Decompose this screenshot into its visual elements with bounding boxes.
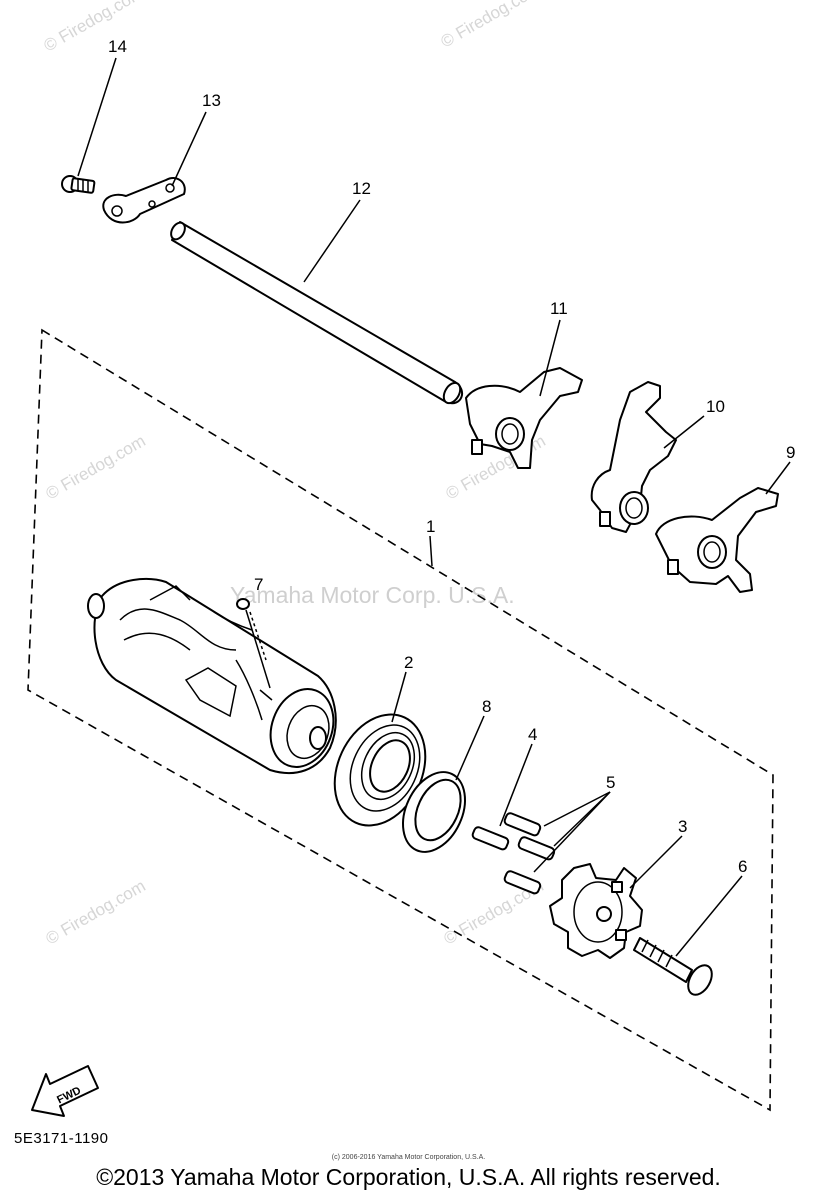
part-10-shift-fork <box>590 381 677 533</box>
fwd-arrow: FWD <box>31 1065 99 1117</box>
watermark: © Firedog.com <box>43 431 149 503</box>
part-14-screw <box>61 175 96 194</box>
label-8: 8 <box>482 697 491 716</box>
label-10: 10 <box>706 397 725 416</box>
label-7: 7 <box>254 575 263 594</box>
watermark: © Firedog.com <box>438 0 544 51</box>
leader-lines <box>77 57 791 957</box>
small-copyright: (c) 2006-2016 Yamaha Motor Corporation, … <box>331 1154 486 1161</box>
part-3-segment <box>549 863 643 959</box>
watermark: © Firedog.com <box>43 876 149 948</box>
watermark-yamaha: Yamaha Motor Corp. U.S.A. <box>230 582 515 608</box>
footer-copyright: ©2013 Yamaha Motor Corporation, U.S.A. A… <box>96 1164 721 1190</box>
label-9: 9 <box>786 443 795 462</box>
drawing-code: 5E3171-1190 <box>14 1130 109 1147</box>
part-5-pins <box>503 812 556 895</box>
part-4-pin <box>471 826 510 851</box>
label-5: 5 <box>606 773 615 792</box>
part-6-bolt <box>633 937 713 996</box>
part-1-shift-drum <box>87 577 337 774</box>
label-2: 2 <box>404 653 413 672</box>
watermarks: © Firedog.com © Firedog.com © Firedog.co… <box>41 0 549 948</box>
watermark: © Firedog.com <box>41 0 147 55</box>
label-13: 13 <box>202 91 221 110</box>
label-12: 12 <box>352 179 371 198</box>
part-12-shaft <box>170 221 464 405</box>
label-3: 3 <box>678 817 687 836</box>
part-8-seal <box>402 771 466 853</box>
label-6: 6 <box>738 857 747 876</box>
label-14: 14 <box>108 37 127 56</box>
part-2-bearing <box>333 713 427 827</box>
label-1: 1 <box>426 517 435 536</box>
part-13-plate <box>102 176 186 224</box>
part-11-shift-fork <box>465 367 583 469</box>
label-11: 11 <box>550 299 568 318</box>
part-7-pin <box>236 598 271 689</box>
part-9-shift-fork <box>655 487 779 593</box>
callout-labels: 14 13 12 11 10 9 1 7 2 8 4 5 3 6 <box>108 37 795 876</box>
assembly-outline <box>27 328 774 1112</box>
label-4: 4 <box>528 725 537 744</box>
